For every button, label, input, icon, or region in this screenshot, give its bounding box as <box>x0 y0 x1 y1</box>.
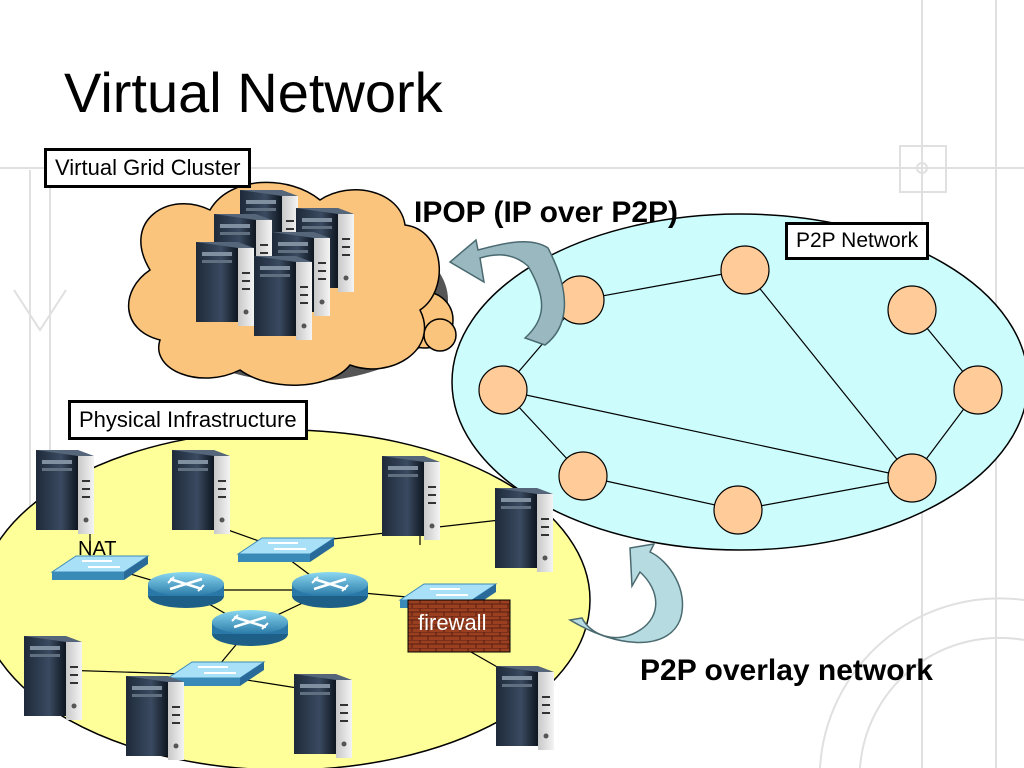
p2p-node <box>478 365 528 415</box>
p2p-node <box>887 453 937 503</box>
page-title: Virtual Network <box>64 61 443 124</box>
p2p-node <box>713 485 763 535</box>
nat-label: NAT <box>78 538 117 560</box>
p2p-node <box>558 451 608 501</box>
p2p-overlay-label: P2P overlay network <box>640 654 933 687</box>
p2p-network-label: P2P Network <box>785 222 930 260</box>
p2p-node <box>953 365 1003 415</box>
router-icon <box>146 570 226 610</box>
curved-arrow-icon <box>567 543 684 644</box>
firewall-label: firewall <box>418 610 487 635</box>
router-icon <box>210 608 290 648</box>
p2p-node <box>720 245 770 295</box>
p2p-node <box>887 285 937 335</box>
p2p-nodes <box>478 245 1003 535</box>
virtual-grid-cluster-label: Virtual Grid Cluster <box>44 148 252 188</box>
curved-arrow-icon <box>448 238 566 346</box>
ipop-label: IPOP (IP over P2P) <box>414 196 679 229</box>
firewall-icon <box>407 599 511 653</box>
physical-infrastructure-label: Physical Infrastructure <box>68 400 308 440</box>
router-icon <box>290 570 370 610</box>
